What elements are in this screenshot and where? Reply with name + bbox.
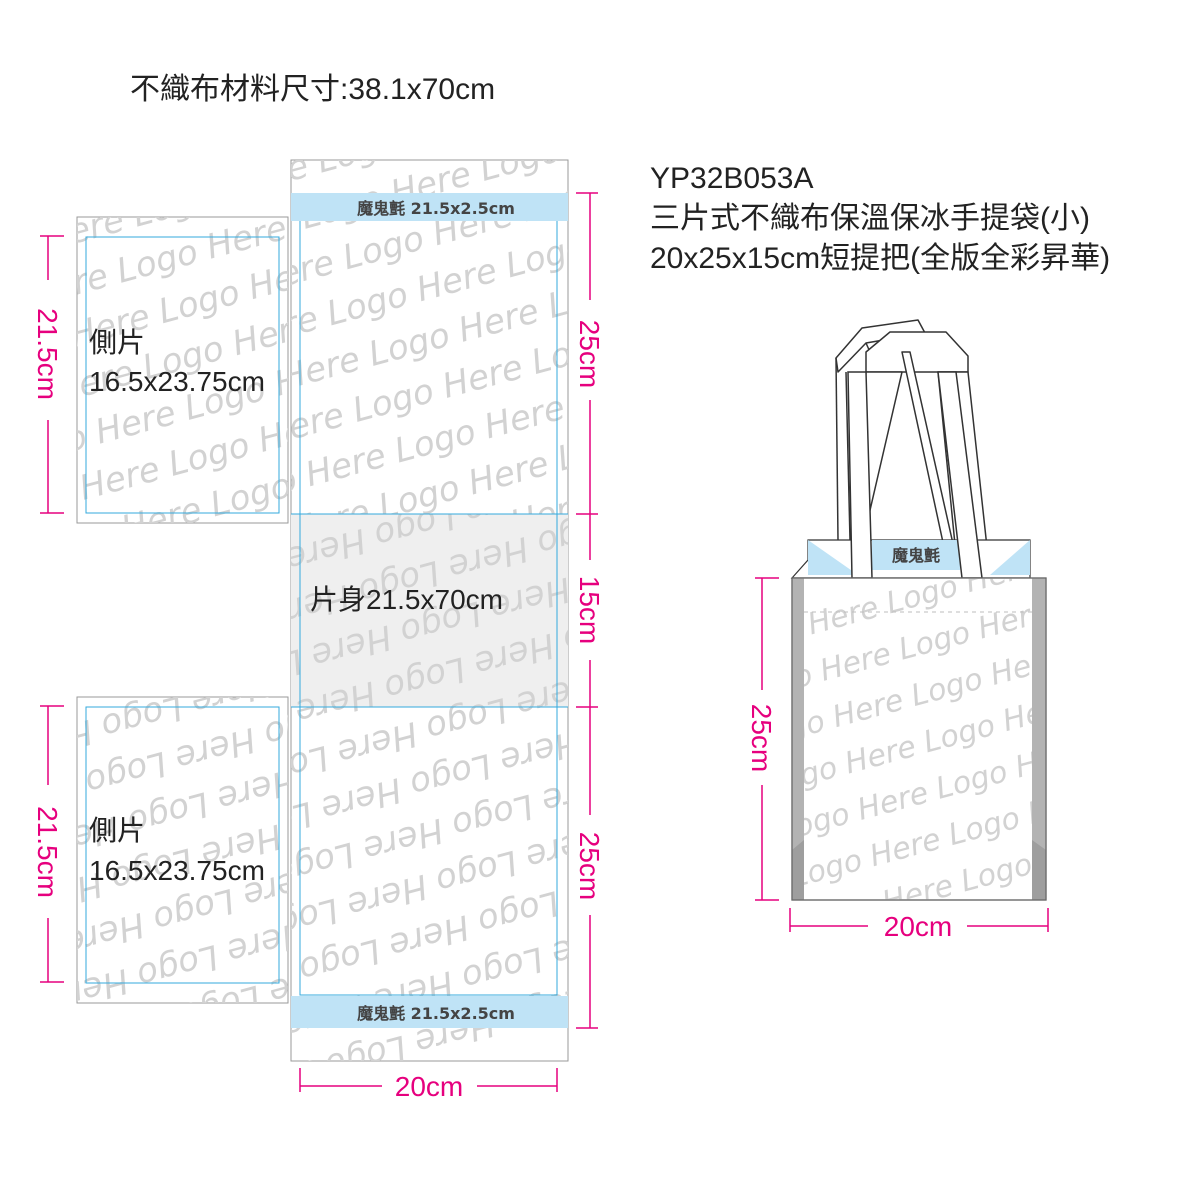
- body-label: 片身21.5x70cm: [310, 584, 503, 615]
- bag-dim-height: 25cm: [746, 704, 777, 772]
- product-spec: 20x25x15cm短提把(全版全彩昇華): [650, 242, 1110, 275]
- side-bottom-name: 側片: [89, 815, 145, 846]
- side-bottom-size: 16.5x23.75cm: [89, 855, 265, 886]
- bag-body: [791, 577, 1047, 901]
- dimension-lines: [40, 192, 598, 1092]
- bag-dim-width: 20cm: [884, 911, 952, 942]
- bag-gusset-right: [1032, 578, 1046, 900]
- product-name: 三片式不織布保溫保冰手提袋(小): [650, 202, 1090, 235]
- side-top-size: 16.5x23.75cm: [89, 366, 265, 397]
- side-panel-top: Logo Here Logo Here Logo Here Logo Here …: [76, 216, 289, 524]
- product-code: YP32B053A: [650, 162, 813, 195]
- velcro-band-bottom-label: 魔鬼氈 21.5x2.5cm: [357, 1004, 515, 1023]
- bag-velcro-tag: [872, 540, 960, 570]
- material-size-title: 不織布材料尺寸:38.1x70cm: [130, 73, 495, 106]
- dim-body-width: 20cm: [395, 1071, 463, 1102]
- bag-gusset-left: [792, 578, 804, 900]
- bottom-shaded-area: [291, 514, 568, 707]
- dim-side-bottom-height: 21.5cm: [32, 806, 63, 898]
- side-panel-bottom: Logo Here Logo Here Logo Here Logo Here …: [76, 696, 289, 1004]
- bag-tag-label: 魔鬼氈: [892, 546, 940, 565]
- bag-dimension-lines: [755, 577, 1049, 932]
- dim-body-seg-mid: 15cm: [574, 576, 605, 644]
- bag-illustration: 魔鬼氈 Logo Here Logo Here Logo Here Logo H…: [790, 319, 1047, 901]
- velcro-band-top: 魔鬼氈 21.5x2.5cm: [291, 193, 568, 221]
- side-top-name: 側片: [89, 327, 145, 358]
- dim-body-seg-bottom: 25cm: [574, 832, 605, 900]
- velcro-band-bottom: 魔鬼氈 21.5x2.5cm: [291, 996, 568, 1028]
- dim-side-top-height: 21.5cm: [32, 308, 63, 400]
- velcro-band-top-label: 魔鬼氈 21.5x2.5cm: [357, 199, 515, 218]
- dim-body-seg-top: 25cm: [574, 320, 605, 388]
